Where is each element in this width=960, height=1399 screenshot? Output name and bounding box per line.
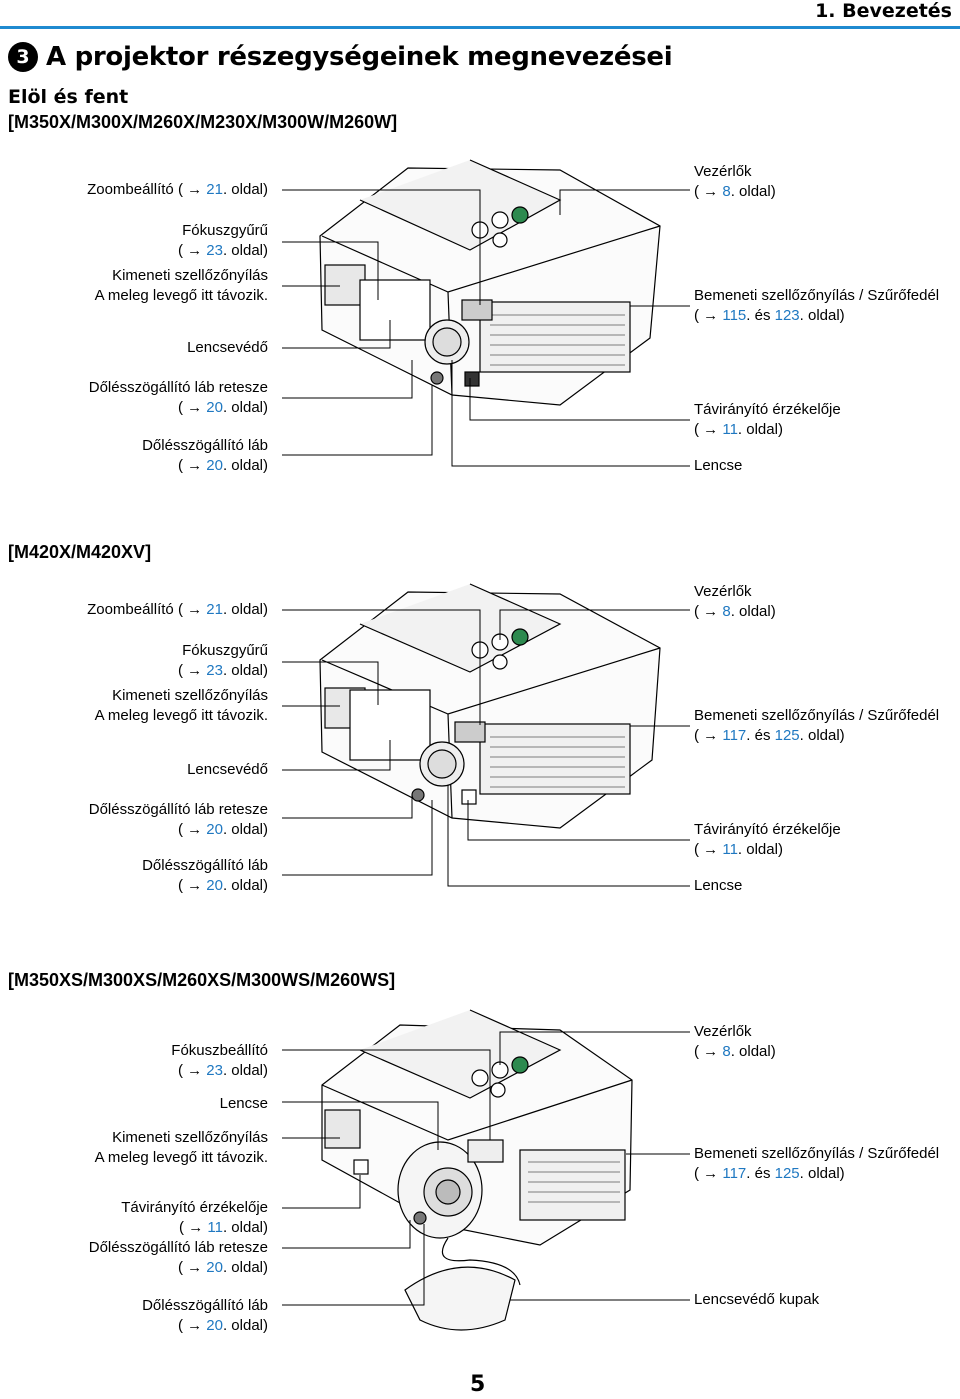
header-rule [0, 26, 960, 29]
label-line: ( → 11. oldal) [179, 1219, 268, 1236]
label-tilt-foot-lever-3: Dőlésszögállító láb retesze ( → 20. olda… [89, 1238, 268, 1278]
label-line: Lencsevédő kupak [694, 1291, 820, 1308]
label-line: Távirányító érzékelője [694, 401, 841, 418]
label-line: ( → 23. oldal) [177, 662, 268, 679]
label-line: ( → 11. oldal) [694, 421, 783, 438]
label-line: ( → 117. és 125. oldal) [694, 1165, 845, 1182]
label-line: ( → 23. oldal) [177, 1062, 268, 1079]
label-line: Dőlésszögállító láb retesze [88, 379, 268, 396]
label-line: ( → 8. oldal) [694, 183, 776, 200]
label-line: ( → 20. oldal) [177, 399, 268, 416]
label-line: Dőlésszögállító láb retesze [88, 801, 268, 818]
label-intake-vent-2: Bemeneti szellőzőnyílás / Szűrőfedél ( →… [694, 706, 939, 746]
leader-lines-3 [282, 1031, 690, 1306]
label-tilt-foot-lever-1: Dőlésszögállító láb retesze ( → 20. olda… [89, 378, 268, 418]
label-focus-adjust-3: Fókuszbeállító ( → 23. oldal) [171, 1041, 268, 1081]
label-zoom-1: Zoombeállító ( → 21. oldal) [87, 180, 268, 200]
label-focus-ring-1: Fókuszgyűrű ( → 23. oldal) [178, 221, 268, 261]
label-line: A meleg levegő itt távozik. [94, 707, 268, 724]
label-controls-2: Vezérlők ( → 8. oldal) [694, 582, 776, 622]
label-line: ( → 11. oldal) [694, 841, 783, 858]
projector-illustration-3 [321, 1009, 633, 1331]
label-line: Bemeneti szellőzőnyílás / Szűrőfedél [694, 707, 940, 724]
label-line: Bemeneti szellőzőnyílás / Szűrőfedél [694, 287, 940, 304]
section-heading: 3 A projektor részegységeinek megnevezés… [8, 42, 673, 72]
label-line: Kimeneti szellőzőnyílás [112, 1129, 268, 1146]
projector-illustration-1 [319, 159, 661, 406]
label-line: Dőlésszögállító láb retesze [88, 1239, 268, 1256]
label-exhaust-vent-3: Kimeneti szellőzőnyílás A meleg levegő i… [95, 1128, 268, 1168]
label-line: ( → 115. és 123. oldal) [694, 307, 845, 324]
page-number: 5 [470, 1372, 486, 1397]
label-line: Lencsevédő [187, 761, 268, 778]
label-lens-cap-1: Lencsevédő [187, 338, 268, 358]
label-line: Kimeneti szellőzőnyílás [112, 687, 268, 704]
label-line: ( → 20. oldal) [177, 1259, 268, 1276]
model-heading-2: [M420X/M420XV] [8, 542, 152, 562]
label-line: Távirányító érzékelője [121, 1199, 268, 1216]
label-line: ( → 20. oldal) [177, 457, 268, 474]
model-heading-1: [M350X/M300X/M260X/M230X/M300W/M260W] [8, 112, 398, 132]
label-line: Fókuszgyűrű [182, 222, 268, 239]
label-tilt-foot-3: Dőlésszögállító láb ( → 20. oldal) [142, 1296, 268, 1336]
label-line: Lencse [694, 457, 743, 474]
chapter-title: 1. Bevezetés [815, 0, 952, 22]
label-line: Bemeneti szellőzőnyílás / Szűrőfedél [694, 1145, 940, 1162]
label-line: Vezérlők [694, 1023, 752, 1040]
label-line: Dőlésszögállító láb [142, 1297, 268, 1314]
projector-illustration-2 [319, 583, 661, 829]
label-line: Vezérlők [694, 583, 752, 600]
label-line: Távirányító érzékelője [694, 821, 841, 838]
label-line: ( → 20. oldal) [177, 877, 268, 894]
label-lens-2: Lencse [694, 876, 742, 896]
label-line: Lencse [694, 877, 743, 894]
label-tilt-foot-lever-2: Dőlésszögállító láb retesze ( → 20. olda… [89, 800, 268, 840]
label-remote-sensor-3: Távirányító érzékelője ( → 11. oldal) [121, 1198, 268, 1238]
label-exhaust-vent-2: Kimeneti szellőzőnyílás A meleg levegő i… [95, 686, 268, 726]
label-intake-vent-1: Bemeneti szellőzőnyílás / Szűrőfedél ( →… [694, 286, 939, 326]
label-focus-ring-2: Fókuszgyűrű ( → 23. oldal) [178, 641, 268, 681]
label-line: Lencsevédő [187, 339, 268, 356]
label-lens-3: Lencse [220, 1094, 268, 1114]
model-heading-3: [M350XS/M300XS/M260XS/M300WS/M260WS] [8, 970, 396, 990]
section-title: A projektor részegységeinek megnevezései [46, 42, 673, 72]
leader-lines-1 [282, 189, 690, 467]
label-controls-3: Vezérlők ( → 8. oldal) [694, 1022, 776, 1062]
label-line: ( → 20. oldal) [177, 821, 268, 838]
label-line: ( → 8. oldal) [694, 603, 776, 620]
label-line: ( → 23. oldal) [177, 242, 268, 259]
label-line: ( → 8. oldal) [694, 1043, 776, 1060]
label-lens-1: Lencse [694, 456, 742, 476]
label-line: Dőlésszögállító láb [142, 857, 268, 874]
label-intake-vent-3: Bemeneti szellőzőnyílás / Szűrőfedél ( →… [694, 1144, 939, 1184]
section-subtitle: Elöl és fent [8, 86, 129, 108]
label-controls-1: Vezérlők ( → 8. oldal) [694, 162, 776, 202]
leader-lines-2 [282, 609, 690, 887]
label-exhaust-vent-1: Kimeneti szellőzőnyílás A meleg levegő i… [95, 266, 268, 306]
label-zoom-2: Zoombeállító ( → 21. oldal) [87, 600, 268, 620]
label-lens-cap-cover-3: Lencsevédő kupak [694, 1290, 819, 1310]
label-line: A meleg levegő itt távozik. [94, 1149, 268, 1166]
label-line: A meleg levegő itt távozik. [94, 287, 268, 304]
label-line: Fókuszgyűrű [182, 642, 268, 659]
section-number-badge: 3 [8, 42, 38, 72]
label-line: Zoombeállító ( → 21. oldal) [87, 181, 268, 198]
label-remote-sensor-1: Távirányító érzékelője ( → 11. oldal) [694, 400, 841, 440]
label-remote-sensor-2: Távirányító érzékelője ( → 11. oldal) [694, 820, 841, 860]
label-line: Kimeneti szellőzőnyílás [112, 267, 268, 284]
label-line: Zoombeállító ( → 21. oldal) [87, 601, 268, 618]
label-line: ( → 20. oldal) [177, 1317, 268, 1334]
label-line: Dőlésszögállító láb [142, 437, 268, 454]
label-line: ( → 117. és 125. oldal) [694, 727, 845, 744]
label-line: Fókuszbeállító [171, 1042, 268, 1059]
label-line: Lencse [219, 1095, 268, 1112]
label-tilt-foot-1: Dőlésszögállító láb ( → 20. oldal) [142, 436, 268, 476]
label-lens-cap-2: Lencsevédő [187, 760, 268, 780]
label-tilt-foot-2: Dőlésszögállító láb ( → 20. oldal) [142, 856, 268, 896]
label-line: Vezérlők [694, 163, 752, 180]
